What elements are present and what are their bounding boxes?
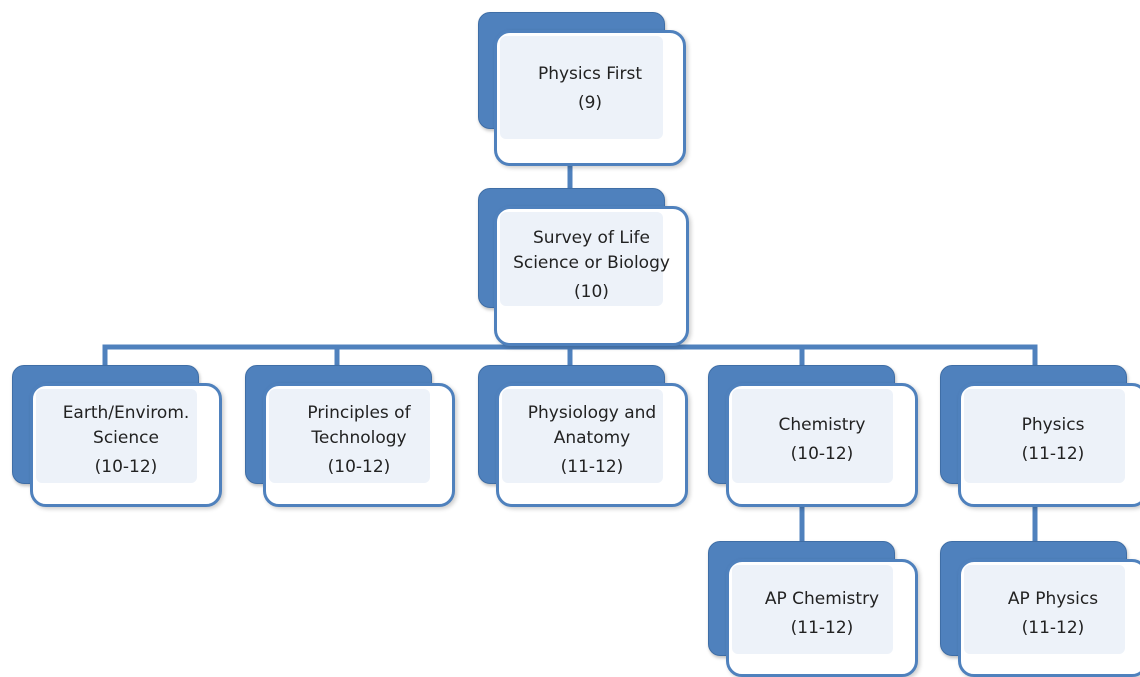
node-title-line: Science (93, 427, 159, 448)
node-title-line: Physics First (537, 64, 643, 84)
node-grade: (11-12) (790, 618, 854, 638)
node-grade: (11-12) (560, 456, 624, 477)
node-grade: (11-12) (1021, 618, 1085, 638)
node-grade: (11-12) (1021, 444, 1085, 464)
node-grade: (10-12) (327, 456, 391, 477)
node-title-line: Technology (311, 427, 407, 448)
node-title-line: Principles of (307, 402, 411, 423)
node-grade: (10-12) (94, 456, 158, 477)
node-title-line: Physiology and (527, 402, 657, 423)
node-title-line: AP Physics (1007, 589, 1099, 609)
node-title-line: Physics (1021, 415, 1085, 435)
node-title-line: Survey of Life (533, 227, 650, 248)
node-grade: (10-12) (790, 444, 854, 464)
node-grade: (10) (574, 281, 609, 302)
node-title-line: Science or Biology (513, 252, 670, 273)
node-title-line: AP Chemistry (764, 589, 880, 609)
node-title-line: Anatomy (553, 427, 631, 448)
node-title-line: Earth/Envirom. (62, 402, 190, 423)
node-title-line: Chemistry (778, 415, 866, 435)
node-grade: (9) (577, 93, 603, 113)
